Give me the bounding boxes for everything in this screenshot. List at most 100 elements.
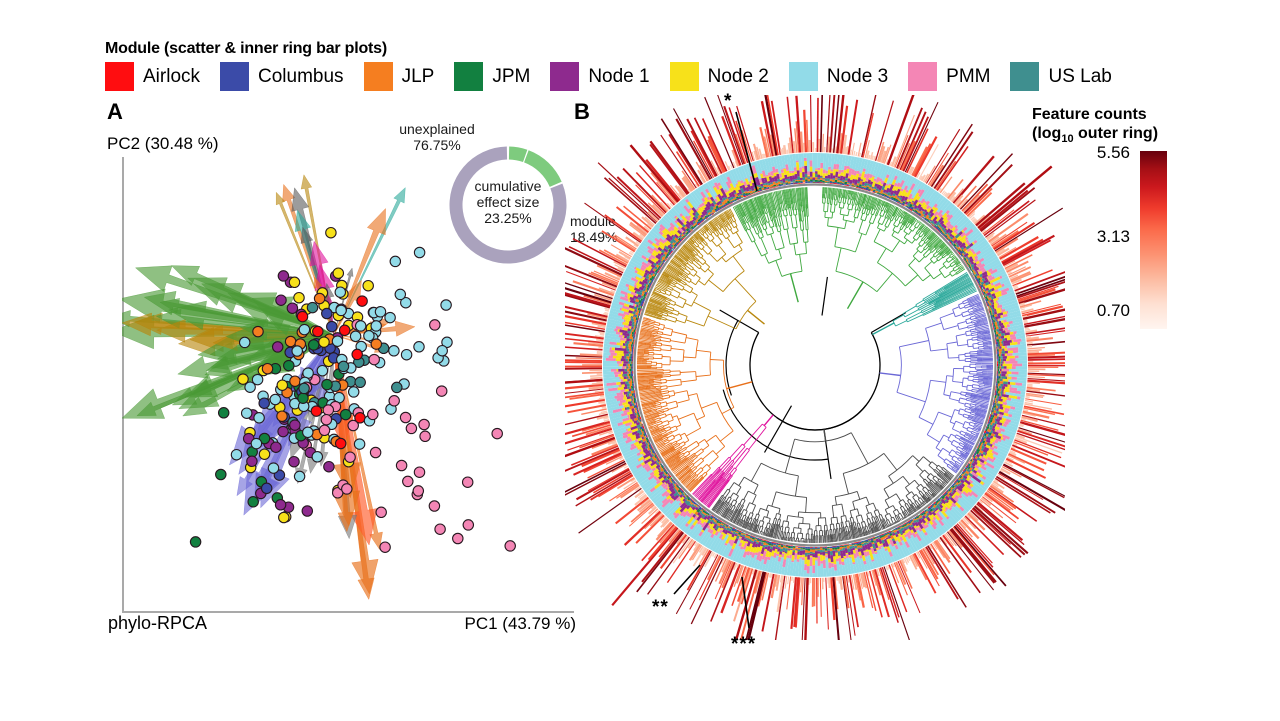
outer-ring-bar [965,187,993,216]
inner-ring-bar-segment [794,553,798,560]
outer-ring-bar [616,176,662,219]
inner-ring-bar-segment [698,506,702,511]
inner-ring-bar-segment [695,208,699,212]
inner-ring-bar-segment [994,458,1004,465]
inner-ring-bar-segment [785,546,789,548]
inner-ring-bar-segment [726,189,730,192]
inner-ring-bar-segment [629,328,632,332]
inner-ring-bar-segment [747,534,751,537]
inner-ring-bar-segment [654,481,663,490]
inner-ring-bar-segment [643,435,647,439]
inner-ring-bar-segment [977,280,980,284]
inner-ring-bar-segment [800,546,803,547]
inner-ring-bar-segment [914,521,919,527]
inner-ring-bar-segment [995,385,997,389]
inner-ring-bar-segment [1011,339,1014,343]
inner-ring-bar-segment [662,467,665,471]
inner-ring-bar-segment [817,182,820,184]
outer-ring-bar [635,514,665,544]
inner-ring-bar-segment [650,452,652,455]
inner-ring-bar-segment [978,266,981,270]
outer-ring-bar [803,109,808,153]
inner-ring-bar-segment [986,301,988,304]
outer-ring-bar [998,470,1065,512]
inner-ring-bar-segment [1011,371,1019,375]
inner-ring-bar-segment [640,424,642,427]
inner-ring-bar-segment [986,298,989,302]
inner-ring-bar-segment [810,547,813,549]
inner-ring-bar-segment [629,296,635,301]
inner-ring-bar-segment [603,374,615,378]
inner-ring-bar-segment [985,260,1001,272]
inner-ring-bar-segment [713,516,716,519]
inner-ring-bar-segment [619,280,627,287]
inner-ring-bar-segment [642,479,657,491]
inner-ring-bar-segment [837,181,840,184]
inner-ring-bar-segment [935,195,945,205]
inner-ring-bar-segment [709,513,712,516]
inner-ring-bar-segment [784,551,788,554]
inner-ring-bar-segment [696,221,700,225]
inner-ring-bar-segment [790,546,794,548]
inner-ring-bar-segment [925,214,930,219]
outer-ring-bar [1014,290,1020,294]
inner-ring-bar-segment [789,175,793,182]
inner-ring-bar-segment [766,186,770,189]
inner-ring-bar-segment [711,527,715,531]
outer-ring-bar [603,313,609,316]
inner-ring-bar-segment [641,241,649,248]
inner-ring-bar-segment [857,177,861,182]
inner-ring-bar-segment [901,524,904,526]
inner-ring-bar-segment [659,223,666,231]
inner-ring-bar-segment [625,394,628,397]
inner-ring-bar-segment [916,525,920,528]
outer-ring-bar [878,568,890,600]
inner-ring-bar-segment [633,253,649,264]
inner-ring-bar-segment [718,200,722,205]
inner-ring-bar-segment [994,305,998,310]
inner-ring-bar-segment [906,205,909,208]
outer-ring-bar [792,576,795,583]
inner-ring-bar-segment [679,488,682,492]
outer-ring-bar [1024,403,1053,410]
inner-ring-bar-segment [638,411,640,415]
inner-ring-bar-segment [997,378,999,382]
scatter-point [369,446,382,459]
inner-ring-bar-segment [997,406,1000,409]
inner-ring-bar-segment [837,546,840,550]
inner-ring-bar-segment [669,249,673,253]
inner-ring-bar-segment [1004,324,1008,328]
inner-ring-bar-segment [795,561,800,577]
inner-ring-bar-segment [738,196,742,198]
inner-ring-bar-segment [680,232,683,236]
inner-ring-bar-segment [695,219,699,223]
inner-ring-bar-segment [887,191,891,196]
inner-ring-bar-segment [867,190,871,192]
inner-ring-bar-segment [794,171,798,175]
inner-ring-bar-segment [994,334,996,338]
inner-ring-bar-segment [924,527,935,542]
inner-ring-bar-segment [990,302,993,305]
inner-ring-bar-segment [736,197,740,200]
inner-ring-bar-segment [995,319,997,322]
outer-ring-bar [565,337,604,344]
inner-ring-bar-segment [996,416,999,420]
inner-ring-bar-segment [696,519,702,525]
inner-ring-bar-segment [1000,376,1002,379]
inner-ring-bar-segment [789,172,793,177]
inner-ring-bar-segment [844,545,847,547]
inner-ring-bar-segment [971,253,977,259]
inner-ring-bar-segment [979,243,991,253]
outer-ring-bar [1022,412,1036,417]
outer-ring-bar-outlier [565,436,616,458]
inner-ring-bar-segment [982,448,988,454]
inner-ring-bar-segment [928,215,932,220]
outer-ring-bar [616,483,639,499]
outer-ring-bar [615,206,650,234]
outer-ring-bar [1017,428,1032,435]
inner-ring-bar-segment [638,302,640,306]
inner-ring-bar-segment [953,486,956,489]
inner-ring-bar-segment [795,178,798,181]
inner-ring-bar-segment [661,262,664,265]
inner-ring-bar-segment [785,183,789,185]
